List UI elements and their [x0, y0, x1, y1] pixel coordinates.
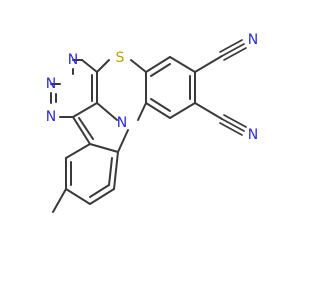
bond	[221, 118, 245, 132]
bond	[194, 102, 223, 120]
bond	[52, 188, 67, 213]
atom-label-layer: S N N N N N N	[46, 32, 258, 143]
bond	[89, 188, 115, 205]
bond	[81, 59, 98, 73]
bond	[130, 59, 147, 73]
molecule-structure: S N N N N N N	[46, 32, 258, 213]
bond	[65, 188, 91, 205]
bond	[219, 39, 243, 53]
nitrogen-atom-label: N	[68, 52, 78, 68]
bond	[89, 143, 119, 153]
bond	[72, 102, 98, 118]
bond	[78, 117, 94, 140]
bond	[169, 102, 196, 119]
nitrile-nitrogen-label: N	[248, 32, 258, 48]
bond	[65, 143, 91, 159]
bond	[145, 102, 171, 119]
bond	[223, 47, 247, 61]
bond-layer	[50, 39, 247, 213]
bond	[96, 59, 110, 73]
bond	[108, 157, 113, 186]
bond	[145, 56, 171, 73]
bond	[89, 184, 110, 198]
bond	[113, 151, 119, 190]
bond	[150, 98, 171, 112]
bond	[137, 102, 147, 121]
bond	[150, 63, 171, 77]
bond	[169, 56, 196, 73]
bond	[194, 55, 223, 73]
nitrogen-atom-label: N	[117, 115, 127, 131]
bond	[223, 114, 247, 128]
bond	[96, 102, 118, 121]
nitrogen-atom-label: N	[46, 76, 56, 92]
bond	[219, 122, 243, 136]
nitrile-nitrogen-label: N	[248, 127, 258, 143]
bond	[117, 129, 129, 153]
sulfur-atom-label: S	[116, 50, 125, 66]
bond	[72, 116, 91, 145]
nitrogen-atom-label: N	[46, 109, 56, 125]
bond	[221, 43, 245, 57]
